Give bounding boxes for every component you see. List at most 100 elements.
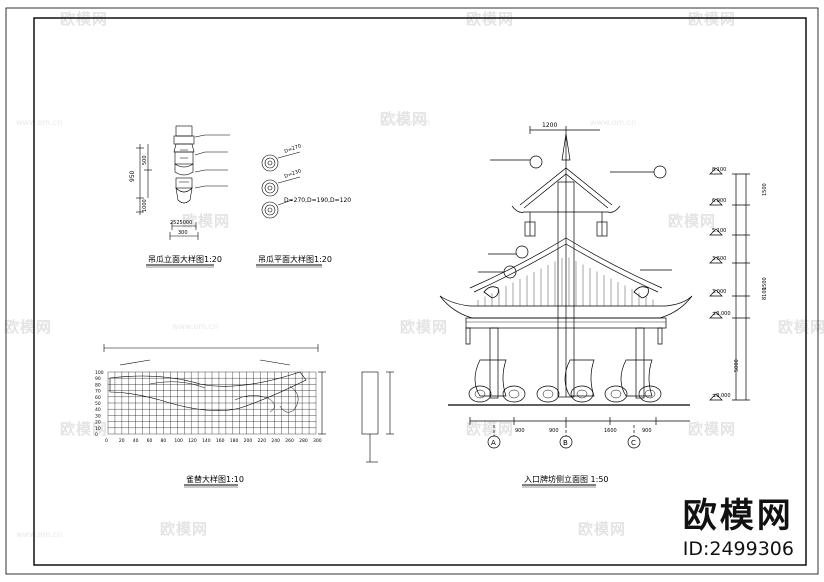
bottom-dim-1: 900 xyxy=(515,428,525,434)
grid-x-label: 240 xyxy=(271,438,280,444)
hanging-column-elevation xyxy=(136,125,230,268)
title-gate-side-elevation: 入口牌坊侧立面图 1:50 xyxy=(524,474,609,484)
grid-x-label: 200 xyxy=(244,438,253,444)
gate-side-elevation xyxy=(439,126,750,488)
drum-base-inner xyxy=(610,389,622,399)
brand-id: ID:2499306 xyxy=(682,538,794,560)
elev-total: 8100 xyxy=(762,287,768,300)
grid-y-label: 30 xyxy=(95,413,101,419)
hc-dim-500: 500 xyxy=(142,155,148,165)
drum-base-inner xyxy=(474,389,486,399)
elev-seg-3: 5000 xyxy=(734,359,740,372)
grid-x-label: 60 xyxy=(147,438,153,444)
drum-base xyxy=(468,385,492,403)
grid-x-label: 160 xyxy=(216,438,225,444)
drum-base-inner xyxy=(644,389,656,399)
level-label: 3.000 xyxy=(712,289,726,295)
grid-x-label: 0 xyxy=(105,438,108,444)
drum-base xyxy=(604,385,628,403)
watermark-url: www.om.cn xyxy=(590,118,637,127)
watermark-url: www.om.cn xyxy=(384,118,431,127)
hc-plan-dim-1: D=270 xyxy=(284,143,303,155)
grid-y-label: 10 xyxy=(95,426,101,432)
grid-x-label: 80 xyxy=(160,438,166,444)
watermark-brand: 欧模网 xyxy=(578,520,627,538)
watermark-brand: 欧模网 xyxy=(60,10,109,28)
gate-top-dim: 1200 xyxy=(542,122,557,129)
title-hanging-column-plan: 吊瓜平面大样图1:20 xyxy=(258,254,332,264)
grid-y-label: 0 xyxy=(95,432,98,438)
title-hanging-column-elevation: 吊瓜立面大样图1:20 xyxy=(148,254,222,264)
hanging-column-plan xyxy=(256,151,322,268)
hc-dim-950: 950 xyxy=(129,170,136,182)
drum-base-inner xyxy=(576,389,588,399)
axis-c: C xyxy=(631,439,636,447)
watermark-url: www.om.cn xyxy=(16,530,63,539)
grid-y-label: 80 xyxy=(95,382,101,388)
grid-y-label: 40 xyxy=(95,407,101,413)
watermark-brand: 欧模网 xyxy=(380,110,429,128)
watermark-brand: 欧模网 xyxy=(466,10,515,28)
watermark-url: www.om.cn xyxy=(172,322,219,331)
grid-y-label: 50 xyxy=(95,401,101,407)
grid-x-label: 120 xyxy=(188,438,197,444)
drum-base xyxy=(536,385,560,403)
watermark-brand: 欧模网 xyxy=(4,318,53,336)
drum-base-inner xyxy=(508,389,520,399)
grid-y-label: 90 xyxy=(95,376,101,382)
level-label: ±0.000 xyxy=(712,311,731,317)
title-bracket-detail: 雀替大样图1:10 xyxy=(186,474,244,484)
roof-slats xyxy=(477,257,654,306)
watermark-url: www.om.cn xyxy=(16,118,63,127)
watermark-brand: 欧模网 xyxy=(400,318,449,336)
grid-y-label: 100 xyxy=(95,370,104,376)
drum-base xyxy=(570,385,594,403)
hc-dim-1000: 1000 xyxy=(142,199,148,212)
watermark-brand: 欧模网 xyxy=(668,212,717,230)
grid-x-label: 300 xyxy=(313,438,322,444)
bracket-detail xyxy=(103,344,394,488)
level-label: 3.600 xyxy=(712,256,726,262)
drum-base xyxy=(502,385,526,403)
grid-y-label: 70 xyxy=(95,389,101,395)
grid-x-label: 40 xyxy=(133,438,139,444)
axis-b: B xyxy=(563,439,568,447)
grid-x-label: 280 xyxy=(299,438,308,444)
watermark-brand: 欧模网 xyxy=(688,420,737,438)
level-label: 5.100 xyxy=(712,228,726,234)
grid-x-label: 100 xyxy=(174,438,183,444)
watermark-brand: 欧模网 xyxy=(688,10,737,28)
watermark-brand: 欧模网 xyxy=(778,318,824,336)
drum-base-inner xyxy=(542,389,554,399)
hc-plan-dim-2: D=230 xyxy=(284,168,303,180)
outer-frame xyxy=(5,7,819,575)
drum-base xyxy=(638,385,662,403)
brand-block: 欧模网 ID:2499306 xyxy=(683,496,794,560)
hc-plan-dim-3: D=270,D=190,D=120 xyxy=(284,197,351,204)
level-label: 6.900 xyxy=(712,198,726,204)
bottom-dim-2: 900 xyxy=(549,428,559,434)
watermark-brand: 欧模网 xyxy=(60,420,109,438)
grid-x-label: 220 xyxy=(258,438,267,444)
bracket-grid xyxy=(107,371,317,435)
drum-bases xyxy=(468,385,662,403)
brand-name: 欧模网 xyxy=(682,496,794,536)
axis-a: A xyxy=(491,439,496,447)
watermark-brand: 欧模网 xyxy=(160,520,209,538)
level-label: 8.100 xyxy=(712,167,726,173)
elev-seg-2: 1500 xyxy=(762,277,768,290)
grid-x-label: 180 xyxy=(230,438,239,444)
grid-y-label: 20 xyxy=(95,420,101,426)
grid-x-label: 260 xyxy=(285,438,294,444)
grid-x-label: 20 xyxy=(119,438,125,444)
bottom-dim-4: 900 xyxy=(642,428,652,434)
grid-x-label: 140 xyxy=(202,438,211,444)
watermark-brand: 欧模网 xyxy=(466,420,515,438)
hc-bottom-dim-1: 2525000 xyxy=(170,220,192,226)
watermark-brand: 欧模网 xyxy=(182,212,231,230)
hc-bottom-dim-2: 300 xyxy=(178,230,188,236)
grid-y-label: 60 xyxy=(95,395,101,401)
